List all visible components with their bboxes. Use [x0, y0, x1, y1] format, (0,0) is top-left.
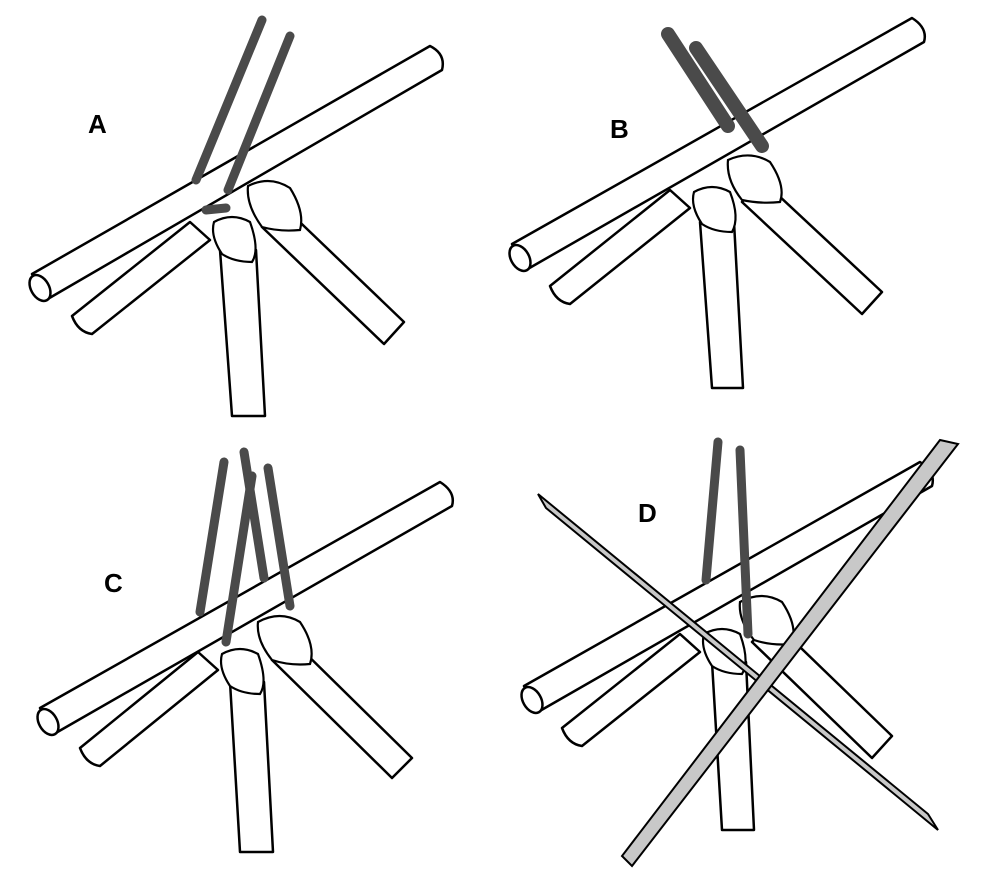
- panel-b-vertical-rod: [691, 185, 745, 390]
- panel-b-dark-probes: [661, 27, 769, 153]
- panel-d-left-rod: [560, 632, 702, 748]
- panel-c-right-rod: [256, 614, 414, 780]
- panel-c-label: C: [104, 568, 123, 598]
- panel-b-label: B: [610, 114, 629, 144]
- panel-d: D: [520, 437, 960, 868]
- panel-c-dark-probes: [195, 447, 295, 647]
- panel-b: B: [508, 16, 926, 390]
- panel-a: A: [28, 15, 444, 418]
- panel-d-label: D: [638, 498, 657, 528]
- panel-a-right-rod: [246, 179, 406, 346]
- panel-b-long-rod: [508, 16, 926, 273]
- panel-d-gray-bars: [537, 438, 960, 868]
- panel-c-left-rod: [78, 650, 220, 768]
- panel-b-right-rod: [726, 154, 884, 316]
- panel-b-left-rod: [548, 188, 692, 306]
- panel-a-dark-probes: [191, 15, 295, 215]
- panel-d-dark-probes: [701, 437, 753, 639]
- panel-c-long-rod: [36, 480, 454, 737]
- panel-a-vertical-rod: [211, 215, 267, 418]
- panel-c: C: [36, 447, 454, 854]
- panel-a-label: A: [88, 109, 107, 139]
- panel-a-left-rod: [70, 220, 212, 336]
- panel-c-vertical-rod: [219, 647, 275, 854]
